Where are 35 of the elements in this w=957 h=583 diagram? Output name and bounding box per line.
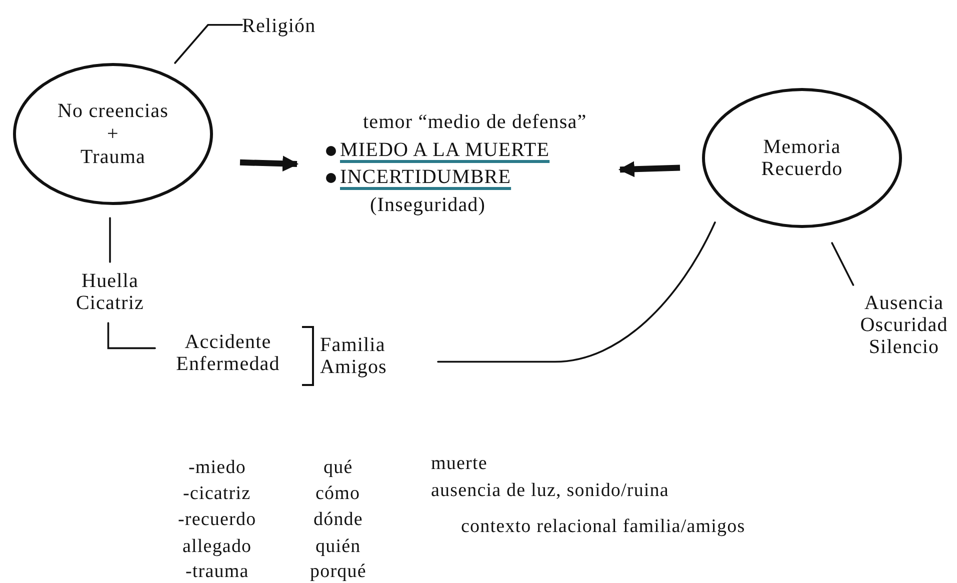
label-text: allegado — [182, 537, 252, 557]
oval-node — [702, 88, 902, 228]
connector-line — [437, 222, 716, 363]
label-text: ausencia de luz, sonido/ruina — [431, 481, 669, 501]
node-text: (Inseguridad) — [370, 193, 486, 217]
label-text: porqué — [310, 562, 366, 582]
arrow — [240, 156, 299, 172]
node-text: + — [107, 122, 119, 146]
node-text: Trauma — [80, 146, 146, 168]
node-text: Accidente Enfermedad — [176, 331, 280, 375]
connector-line — [831, 242, 854, 286]
label-text: muerte — [431, 454, 488, 474]
node-text: Huella Cicatriz — [76, 270, 144, 314]
connector-line — [109, 217, 111, 263]
oval-node — [13, 63, 213, 205]
node-text: Ausencia Oscuridad Silencio — [860, 292, 948, 358]
label-text: contexto relacional familia/amigos — [461, 517, 746, 537]
node-text: Memoria Recuerdo — [761, 136, 843, 180]
label-text: -trauma — [186, 562, 249, 582]
label-text: -recuerdo — [178, 510, 256, 530]
label-text: dónde — [314, 510, 363, 530]
node-text: No creencias — [57, 100, 169, 122]
underlined-text: MIEDO A LA MUERTE — [340, 138, 550, 162]
label-text: cómo — [316, 484, 360, 504]
node-text: Familia Amigos — [320, 334, 387, 378]
label-text: qué — [324, 458, 353, 478]
arrow — [618, 161, 680, 178]
label-text: quién — [316, 537, 361, 557]
connector-line — [107, 322, 156, 350]
label-text: -miedo — [188, 458, 246, 478]
node-text: temor “medio de defensa” — [363, 110, 587, 134]
node-text: Religión — [242, 15, 316, 37]
underlined-text: INCERTIDUMBRE — [340, 165, 512, 189]
connector-line — [174, 24, 243, 64]
label-text: -cicatriz — [183, 484, 251, 504]
